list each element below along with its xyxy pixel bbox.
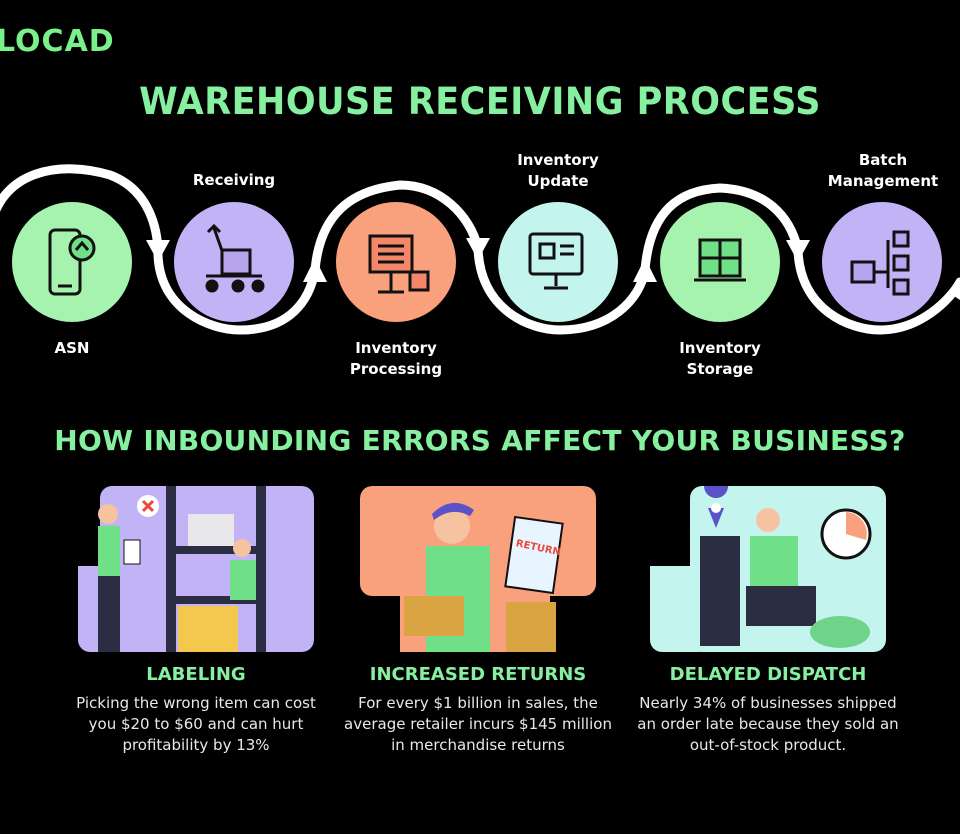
location-pin-icon	[704, 486, 728, 498]
computer-terminal-icon	[368, 234, 430, 294]
monitor-icon	[528, 232, 584, 290]
stacked-boxes-icon	[694, 238, 746, 282]
step-label-batch: Batch Management	[827, 151, 939, 190]
card-text-labeling: Picking the wrong item can cost you $20 …	[76, 694, 316, 754]
process-flow-diagram	[0, 164, 960, 335]
step-circle-batch	[822, 202, 942, 322]
flow-arrowhead	[303, 258, 327, 282]
returns-illustration: RETURN	[360, 486, 596, 652]
step-label-asn: ASN	[54, 339, 90, 357]
dispatch-illustration	[650, 486, 886, 652]
step-label-receiving: Receiving	[192, 171, 276, 189]
step-label-storage: Inventory Storage	[679, 339, 761, 378]
flow-arrowhead	[633, 258, 657, 282]
flow-arrowhead	[466, 238, 490, 260]
card-title-dispatch: DELAYED DISPATCH	[669, 664, 867, 685]
section-title: HOW INBOUNDING ERRORS AFFECT YOUR BUSINE…	[54, 424, 906, 457]
step-label-update: Inventory Update	[517, 151, 599, 190]
flow-arrowhead	[948, 277, 960, 300]
flow-arrowhead	[146, 240, 170, 262]
step-circle-update	[498, 202, 618, 322]
card-title-labeling: LABELING	[146, 664, 246, 685]
step-circle-asn	[12, 202, 132, 322]
card-text-returns: For every $1 billion in sales, the avera…	[344, 694, 612, 754]
page-title: WAREHOUSE RECEIVING PROCESS	[139, 80, 821, 124]
labeling-illustration	[78, 486, 314, 652]
card-text-dispatch: Nearly 34% of businesses shipped an orde…	[637, 694, 899, 754]
pallet-jack-icon	[205, 223, 265, 293]
box-network-icon	[850, 230, 910, 296]
card-title-returns: INCREASED RETURNS	[369, 664, 587, 685]
flow-arrowhead	[786, 240, 810, 262]
step-label-processing: Inventory Processing	[349, 339, 443, 378]
smartphone-icon	[48, 228, 96, 296]
locad-logo: LOCAD	[0, 24, 115, 59]
